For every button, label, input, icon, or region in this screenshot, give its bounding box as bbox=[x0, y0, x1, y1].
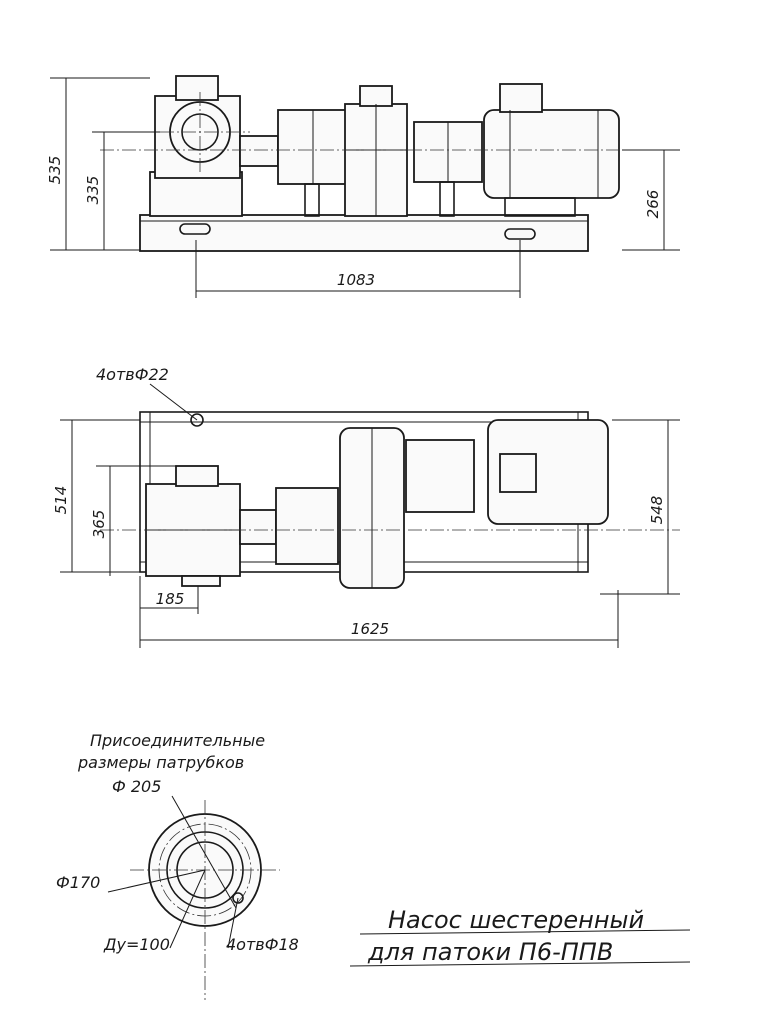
title-block: Насос шестеренный для патоки П6-ППВ bbox=[349, 906, 691, 967]
dim-pump-offset: 185 bbox=[156, 590, 185, 608]
pump-top-flange bbox=[175, 75, 219, 101]
title-line-1: Насос шестеренный bbox=[388, 906, 644, 934]
dim-flange-outer: Ф 205 bbox=[112, 777, 161, 796]
plan-view: 4отвФ22 514 365 548 185 1625 bbox=[52, 365, 680, 648]
motor-plan bbox=[487, 419, 609, 525]
dim-overall-width: 548 bbox=[648, 496, 666, 525]
pump-shaft-housing bbox=[239, 135, 279, 167]
base-slot-right bbox=[504, 228, 536, 240]
dim-bolt-circle: Ф170 bbox=[56, 873, 100, 892]
reducer-top bbox=[359, 85, 393, 107]
dim-flange-holes: 4отвФ18 bbox=[226, 935, 299, 954]
dim-width: 514 bbox=[52, 486, 70, 515]
dim-overall-length: 1625 bbox=[351, 620, 389, 638]
flange-caption-line1: Присоединительные bbox=[90, 731, 265, 750]
coupling-1-plan bbox=[275, 487, 339, 565]
dim-nominal-diameter: Ду=100 bbox=[103, 935, 170, 954]
pump-pedestal bbox=[149, 171, 243, 217]
electric-motor bbox=[483, 109, 620, 199]
base-slot-left bbox=[179, 223, 211, 235]
dim-hole-spacing: 1083 bbox=[337, 271, 375, 289]
holes-label-22: 4отвФ22 bbox=[96, 365, 169, 384]
dim-total-height: 535 bbox=[46, 156, 64, 185]
flange-detail: Присоединительные размеры патрубков Ф 20… bbox=[56, 731, 299, 1000]
motor-terminal-box bbox=[499, 83, 543, 113]
dim-pump-width: 365 bbox=[90, 510, 108, 539]
dim-motor-axis: 266 bbox=[644, 190, 662, 219]
dim-axis-height: 335 bbox=[84, 176, 102, 205]
side-view: 535 335 266 1083 bbox=[46, 75, 680, 298]
flange-bolt-hole bbox=[232, 892, 244, 904]
flange-caption-line2: размеры патрубков bbox=[77, 753, 244, 772]
mounting-hole bbox=[190, 413, 204, 427]
coupling-2-plan bbox=[405, 439, 475, 513]
title-line-2: для патоки П6-ППВ bbox=[367, 938, 613, 966]
